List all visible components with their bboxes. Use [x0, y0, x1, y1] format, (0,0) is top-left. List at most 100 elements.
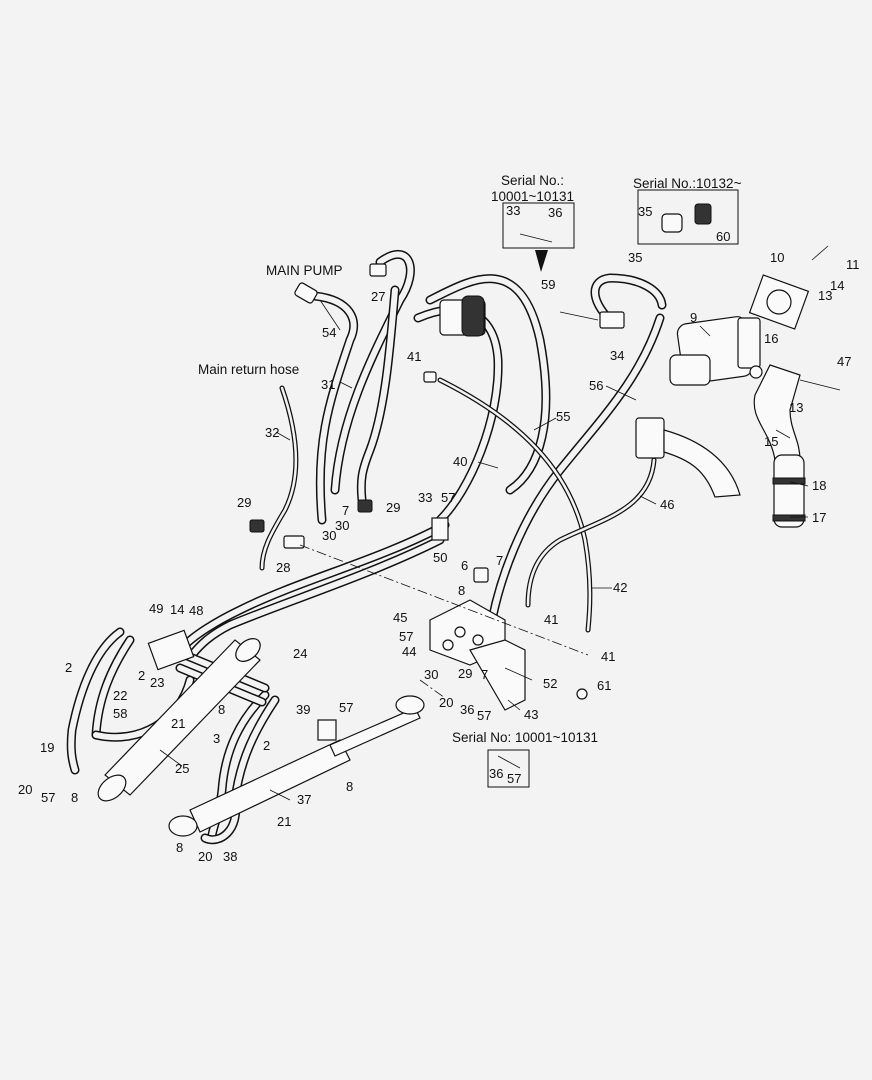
callout-label: 60: [716, 229, 730, 244]
serial-box-top-left: [502, 202, 575, 249]
cylinder-25: [97, 638, 261, 802]
callout-label: 35: [638, 204, 652, 219]
callout-label: 48: [189, 603, 203, 618]
callout-label: 37: [297, 792, 311, 807]
callout-label: 20: [439, 695, 453, 710]
callout-label: 7: [481, 667, 488, 682]
hose-56: [487, 313, 665, 625]
callout-label: 22: [113, 688, 127, 703]
clamp-33: [431, 517, 449, 541]
clamp-29-left: [249, 519, 265, 533]
callout-label: 17: [812, 510, 826, 525]
callout-label: 58: [113, 706, 127, 721]
callout-label: 41: [407, 349, 421, 364]
callout-label: 44: [402, 644, 416, 659]
callout-label: 10: [770, 250, 784, 265]
suction-hose-17: [773, 454, 805, 528]
callout-label: 16: [764, 331, 778, 346]
callout-label: 32: [265, 425, 279, 440]
callout-label: 20: [18, 782, 32, 797]
callout-label: 14: [830, 278, 844, 293]
callout-label: 56: [589, 378, 603, 393]
callout-label: 41: [544, 612, 558, 627]
callout-label: 55: [556, 409, 570, 424]
callout-label: 31: [321, 377, 335, 392]
callout-label: 57: [339, 700, 353, 715]
callout-label: 13: [789, 400, 803, 415]
component-group: [97, 189, 841, 837]
dash-line-1: [299, 544, 589, 656]
callout-label: 18: [812, 478, 826, 493]
callout-label: 13: [818, 288, 832, 303]
callout-label: 52: [543, 676, 557, 691]
callout-label: 3: [213, 731, 220, 746]
callout-label: 38: [223, 849, 237, 864]
fitting-41: [423, 371, 437, 383]
serial-pointer: [535, 250, 548, 272]
callout-label: 8: [346, 779, 353, 794]
callout-label: 57: [41, 790, 55, 805]
caption-group: MAIN PUMP Main return hose Serial No.: 1…: [198, 173, 742, 745]
callout-label: 24: [293, 646, 307, 661]
callout-label: 8: [176, 840, 183, 855]
callout-label: 8: [458, 583, 465, 598]
callout-label: 46: [660, 497, 674, 512]
callout-label: 30: [322, 528, 336, 543]
callout-label: 7: [342, 503, 349, 518]
callout-label: 21: [277, 814, 291, 829]
main-pump-9: [669, 316, 761, 386]
serial-box-top-right: [637, 189, 739, 245]
callout-label: 29: [458, 666, 472, 681]
fitting-34: [599, 311, 625, 329]
callout-label: 15: [764, 434, 778, 449]
oring-16: [749, 365, 763, 379]
callout-label: 35: [628, 250, 642, 265]
callout-label: 57: [399, 629, 413, 644]
callout-label: 8: [71, 790, 78, 805]
callout-label: 2: [138, 668, 145, 683]
callout-label: 50: [433, 550, 447, 565]
callout-label: 57: [507, 771, 521, 786]
caption-main-pump: MAIN PUMP: [266, 263, 343, 278]
callout-label: 40: [453, 454, 467, 469]
callout-label: 33: [418, 490, 432, 505]
callout-label: 57: [477, 708, 491, 723]
callout-label: 27: [371, 289, 385, 304]
callout-label: 45: [393, 610, 407, 625]
callout-label: 29: [237, 495, 251, 510]
callout-label: 20: [198, 849, 212, 864]
callout-label: 49: [149, 601, 163, 616]
callout-label: 33: [506, 203, 520, 218]
cylinder-37: [168, 695, 425, 837]
oring-61: [576, 688, 588, 700]
callout-label: 36: [460, 702, 474, 717]
callout-label: 36: [548, 205, 562, 220]
callout-label: 6: [461, 558, 468, 573]
caption-serial-top-right: Serial No.:10132~: [633, 176, 742, 191]
callout-label: 11: [846, 257, 860, 272]
dash-line-2: [419, 679, 446, 699]
caption-serial-top-left: Serial No.:: [501, 173, 564, 188]
valve-block-44: [429, 599, 526, 711]
callout-label: 34: [610, 348, 624, 363]
callout-label: 29: [386, 500, 400, 515]
caption-serial-top-left-range: 10001~10131: [491, 189, 574, 204]
callout-label: 23: [150, 675, 164, 690]
callout-label: 43: [524, 707, 538, 722]
callout-label: 42: [613, 580, 627, 595]
tank-fitting: [635, 417, 665, 459]
caption-serial-bottom: Serial No: 10001~10131: [452, 730, 598, 745]
callout-label: 54: [322, 325, 336, 340]
callout-label: 39: [296, 702, 310, 717]
callout-group: 11 10 14 13 35 59 9 16 47 13 15 18 17 27…: [18, 203, 860, 864]
caption-main-return-hose: Main return hose: [198, 362, 299, 377]
callout-label: 41: [601, 649, 615, 664]
serial-box-bottom: [487, 749, 530, 788]
callout-label: 9: [690, 310, 697, 325]
bracket-39: [317, 719, 337, 741]
callout-label: 30: [424, 667, 438, 682]
fitting-27: [369, 263, 387, 277]
callout-label: 7: [496, 553, 503, 568]
callout-label: 59: [541, 277, 555, 292]
